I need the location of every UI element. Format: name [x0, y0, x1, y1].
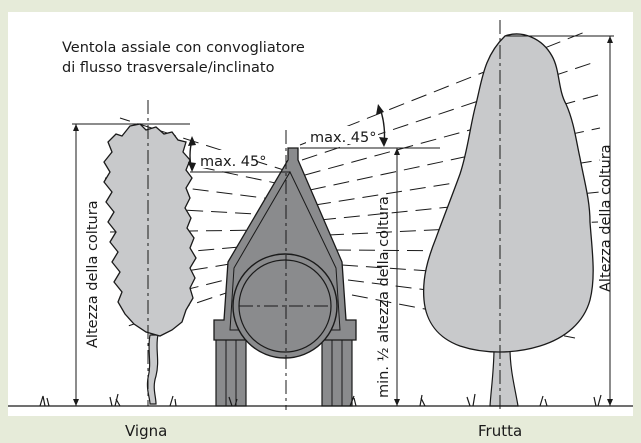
- label-vigna: Vigna: [125, 422, 167, 440]
- fruit-tree: [422, 33, 594, 407]
- title-line-2: di flusso trasversale/inclinato: [62, 60, 275, 76]
- vine-foliage: [103, 123, 197, 337]
- angle-arc-right: [376, 104, 388, 147]
- dimension-lines: [72, 35, 614, 406]
- height-label-left: Altezza della coltura: [85, 200, 101, 348]
- wheel-left: [215, 329, 247, 407]
- half-height-label: min. ½ altezza della coltura: [376, 196, 392, 398]
- wheel-right: [321, 329, 353, 407]
- angle-arc-left: [188, 136, 196, 172]
- dimension-arrows: [73, 36, 613, 406]
- ground: [8, 393, 633, 407]
- vine-trunk: [146, 334, 159, 405]
- title-line-1: Ventola assiale con convogliatore: [62, 40, 305, 56]
- height-label-right: Altezza della coltura: [598, 144, 614, 292]
- sprayer-machine: [213, 147, 357, 407]
- center-lines: [147, 20, 501, 410]
- angle-label-right: max. 45°: [310, 130, 377, 146]
- angle-label-left: max. 45°: [200, 154, 267, 170]
- label-frutta: Frutta: [478, 422, 522, 440]
- vine-plant: [103, 123, 197, 405]
- tree-foliage: [422, 33, 594, 353]
